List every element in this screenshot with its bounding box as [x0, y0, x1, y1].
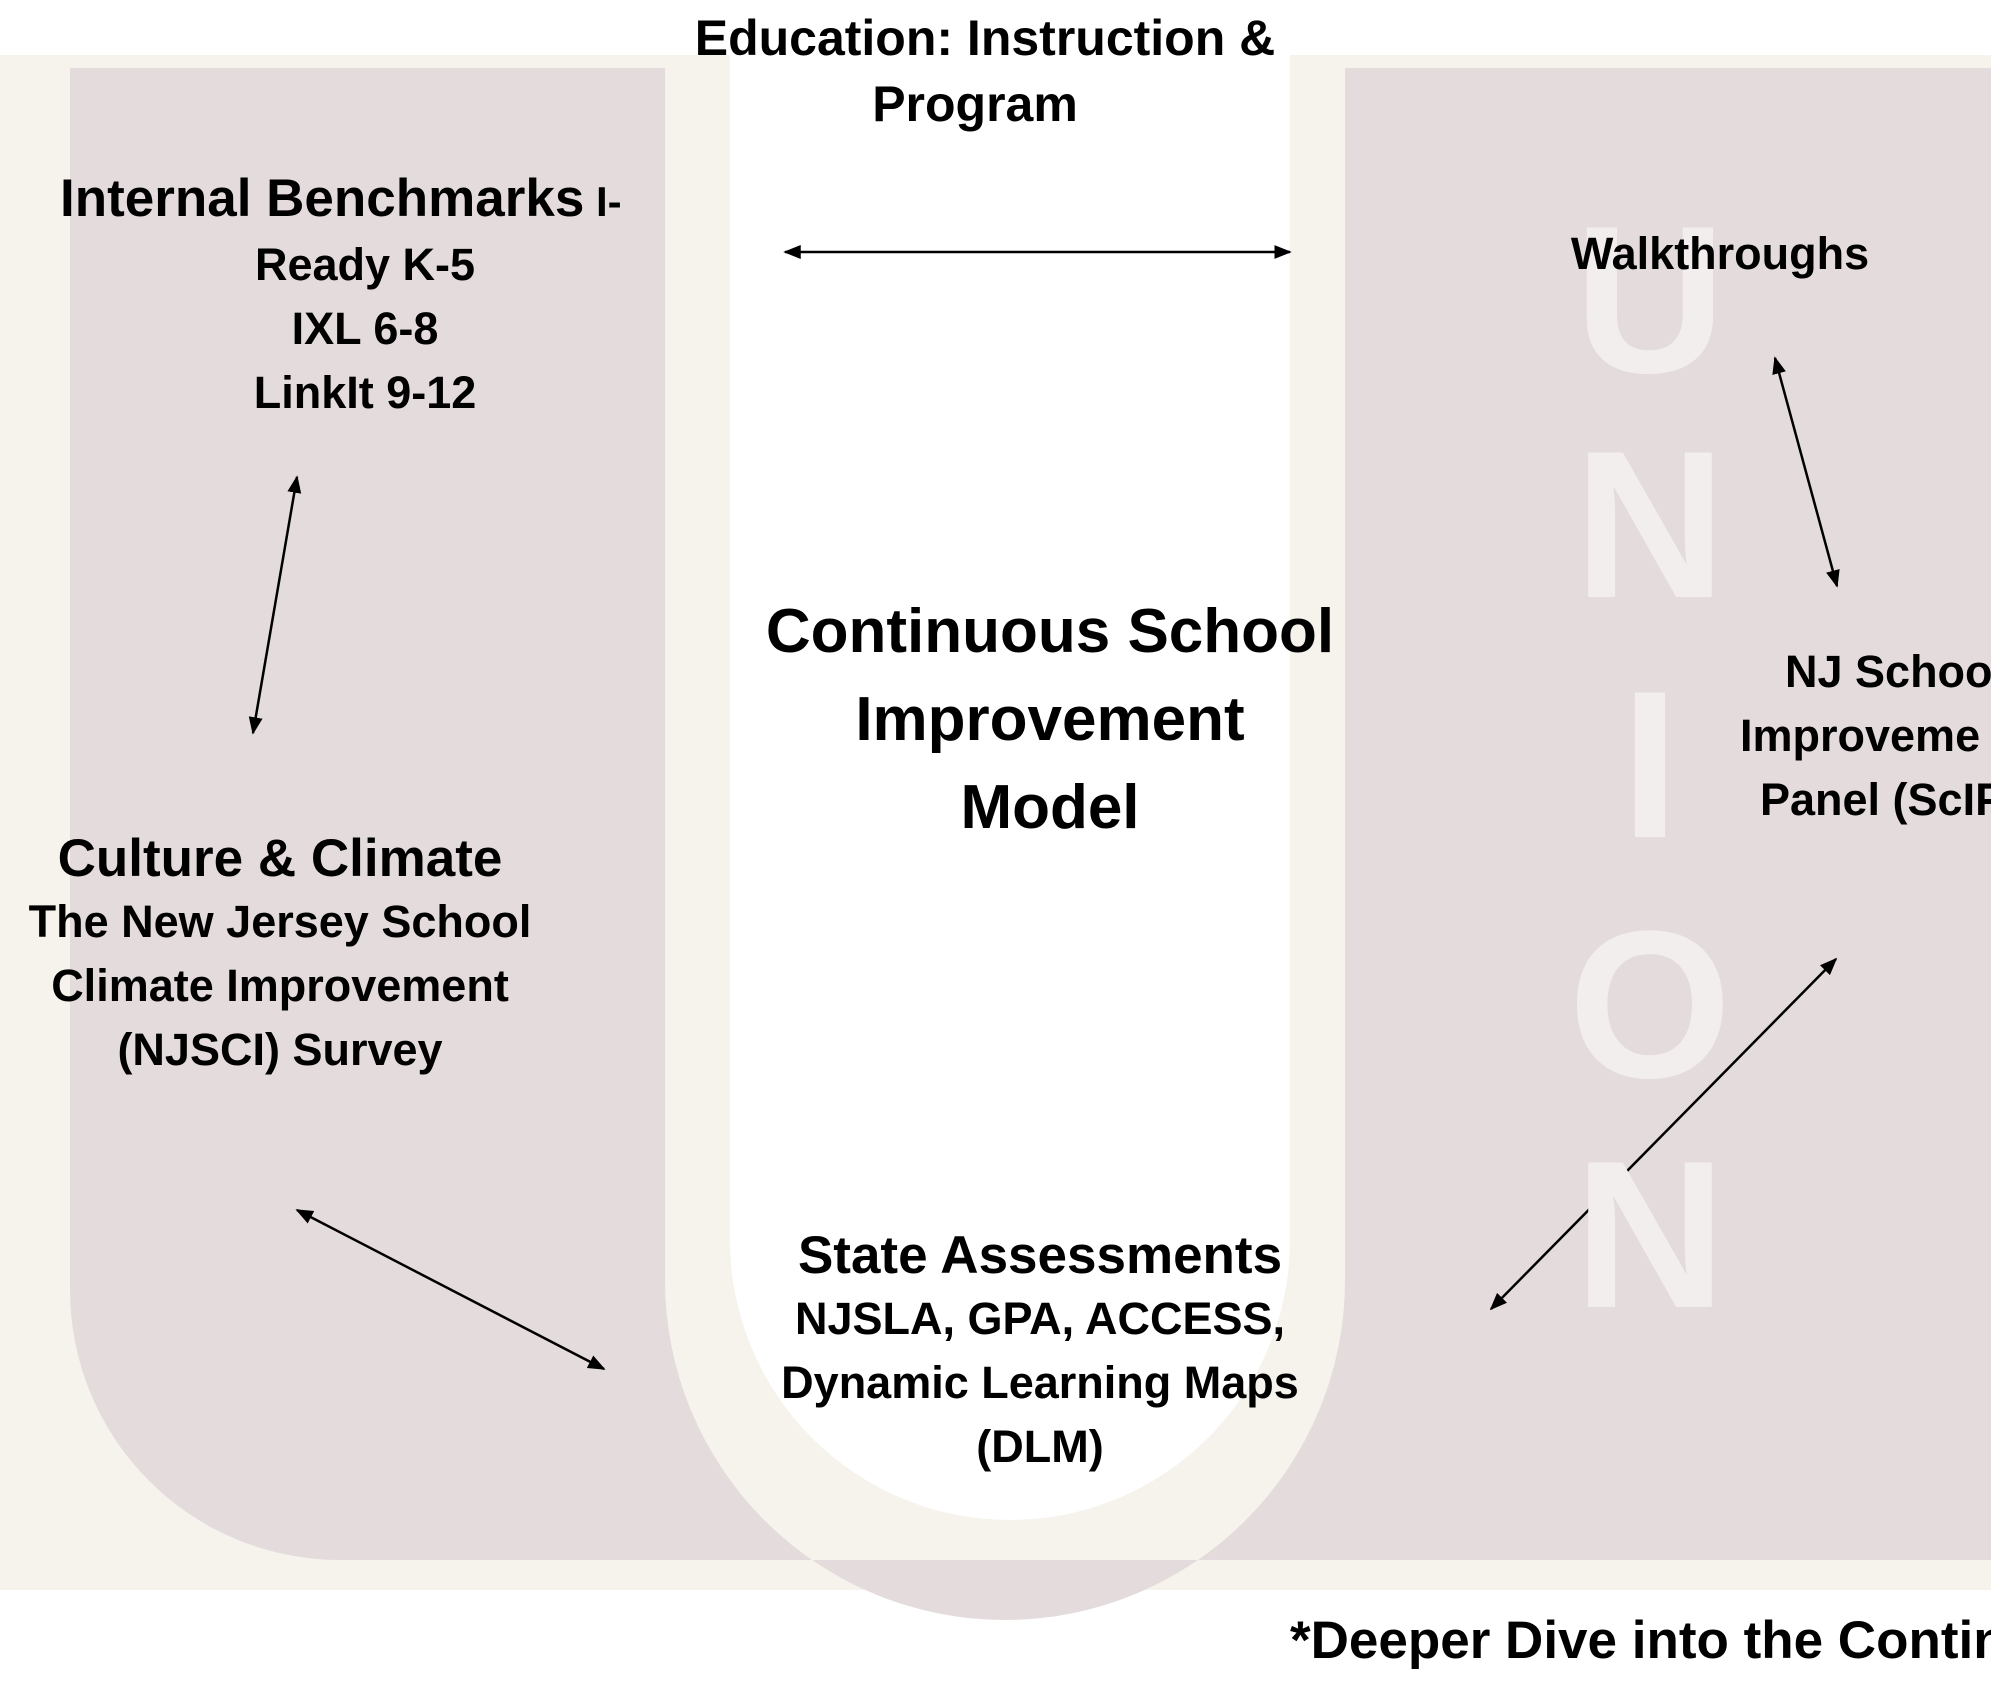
title-line-1: Continuous School	[765, 597, 1335, 666]
watermark-letter-n2: N	[1574, 1117, 1726, 1352]
culture-climate-line-3: (NJSCI) Survey	[117, 1024, 443, 1075]
state-assessments-line-3: (DLM)	[976, 1421, 1104, 1472]
title-line-2: Improvement	[855, 685, 1245, 754]
internal-benchmarks-heading-line: Internal Benchmarks I-	[60, 168, 670, 233]
state-assessments-line-1: NJSLA, GPA, ACCESS,	[794, 1293, 1286, 1344]
culture-climate-node: Culture & Climate The New Jersey School …	[10, 828, 550, 1082]
watermark-letter-o: O	[1568, 887, 1732, 1122]
watermark-letter-n: N	[1574, 407, 1726, 642]
internal-benchmarks-line-3: LinkIt 9-12	[253, 367, 477, 418]
arrow-culture-state	[295, 1208, 606, 1371]
arrow-benchmarks-culture	[248, 475, 302, 735]
state-assessments-heading: State Assessments	[797, 1226, 1283, 1285]
diagram-title: Continuous School Improvement Model	[740, 588, 1360, 852]
title-line-3: Model	[960, 773, 1140, 842]
culture-climate-line-2: Climate Improvement	[51, 960, 509, 1011]
internal-benchmarks-line-1: Ready K-5	[254, 239, 476, 290]
footnote-clip: *Deeper Dive into the Continuo	[1290, 1610, 1991, 1684]
education-line-1: Education: Instruction &	[694, 10, 1276, 66]
culture-climate-heading: Culture & Climate	[57, 829, 503, 888]
internal-benchmarks-node: Internal Benchmarks I- Ready K-5 IXL 6-8…	[60, 168, 670, 425]
education-line-2: Program	[872, 76, 1078, 132]
arrow-walkthroughs-njsip	[1772, 356, 1840, 588]
njsip-line-1: NJ School	[1785, 646, 1991, 697]
state-assessments-node: State Assessments NJSLA, GPA, ACCESS, Dy…	[740, 1225, 1340, 1479]
internal-benchmarks-heading-suffix: I-	[584, 178, 622, 225]
walkthroughs-label: Walkthroughs	[1570, 228, 1870, 279]
internal-benchmarks-line-2: IXL 6-8	[291, 303, 439, 354]
njsip-node: NJ School Improveme Panel (ScIP	[1700, 640, 1991, 840]
footnote: *Deeper Dive into the Continuo	[1290, 1611, 1991, 1670]
state-assessments-line-2: Dynamic Learning Maps	[781, 1357, 1299, 1408]
arrow-njsip-state	[1489, 957, 1838, 1311]
njsip-line-3: Panel (ScIP	[1760, 774, 1991, 825]
culture-climate-line-1: The New Jersey School	[28, 896, 532, 947]
njsip-line-2: Improveme	[1740, 710, 1981, 761]
education-instruction-label: Education: Instruction & Program	[620, 5, 1350, 137]
watermark-letter-u: U	[1574, 182, 1726, 417]
watermark-letter-i: I	[1620, 647, 1680, 882]
internal-benchmarks-heading: Internal Benchmarks	[60, 169, 585, 228]
